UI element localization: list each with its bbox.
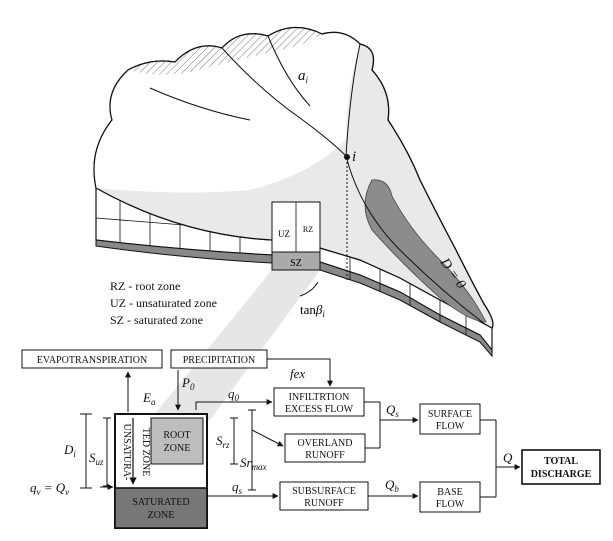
zone-rz-label: RZ [303,225,313,234]
root-zone-label-1: ROOT [163,430,190,441]
total-label-2: DISCHARGE [531,469,592,480]
symbol-p0: P0 [181,375,195,392]
overland-label-2: RUNOFF [305,450,345,461]
unsat-zone-label-2: TED ZONE [140,428,151,477]
saturated-zone-label-1: SATURATED [132,497,189,508]
point-i-label: i [352,149,356,165]
catchment-outline [93,26,494,329]
saturated-area [364,179,487,323]
point-i-marker [344,154,350,160]
surface-flow-box [419,403,481,435]
total-discharge-box [521,449,601,485]
catchment-illustration: UZ RZ SZ ai i D = 0 tanβi [93,26,494,420]
symbol-qs-surface: Qs [386,402,399,419]
legend-item-sz: SZ - saturated zone [110,313,203,327]
total-label-1: TOTAL [544,456,578,467]
base-label-1: BASE [437,487,463,498]
symbol-di: Di [63,442,76,459]
slope-label: tanβi [300,302,325,319]
base-flow-box [419,481,481,513]
unsat-zone-label-1: UNSATURA- [121,424,132,481]
symbol-ea: Ea [142,390,156,407]
subsurface-label-1: SUBSURFACE [292,486,356,497]
flowchart: EVAPOTRANSPIRATION PRECIPITATION INFILTR… [21,349,601,529]
symbol-q0: q0 [228,386,240,403]
zone-legend: RZ - root zone UZ - unsaturated zone SZ … [110,279,217,327]
catchment-column [271,201,321,271]
overland-label-1: OVERLAND [298,438,353,449]
surface-label-2: FLOW [436,421,465,432]
subsurface-runoff-box [279,481,369,511]
legend-item-rz: RZ - root zone [110,279,180,293]
slope-angle-arc [299,281,319,297]
symbol-qb: Qb [385,477,399,494]
symbol-srmax: Srmax [240,455,267,472]
base-label-2: FLOW [436,499,465,510]
infiltration-label-2: EXCESS FLOW [285,404,354,415]
zone-uz-label: UZ [278,229,290,239]
area-label: ai [298,68,309,85]
infiltration-label-1: INFILTRTION [289,392,350,403]
precipitation-label: PRECIPITATION [183,355,256,366]
root-zone-label-2: ZONE [164,443,191,454]
evapotranspiration-box [21,349,163,369]
subsurface-label-2: RUNOFF [304,498,344,509]
zone-sz-label: SZ [290,258,302,269]
symbol-fex: fex [290,366,305,381]
symbol-srz: Srz [216,433,230,450]
evapotranspiration-label: EVAPOTRANSPIRATION [37,355,147,366]
infiltration-excess-box [273,387,365,417]
legend-item-uz: UZ - unsaturated zone [110,296,217,310]
symbol-q-total: Q [503,450,513,465]
saturated-zone-label-2: ZONE [148,510,175,521]
symbol-qs-subsurface: qs [232,479,243,496]
overland-runoff-box [284,433,366,463]
flow-arrows [80,358,521,499]
symbol-qv-equals-qv: qv = Qv [30,480,69,497]
soil-column [114,413,208,529]
drainage-network [149,35,487,326]
symbol-suz: Suz [89,450,104,467]
surface-label-1: SURFACE [428,409,472,420]
zoom-wedge [150,270,320,420]
